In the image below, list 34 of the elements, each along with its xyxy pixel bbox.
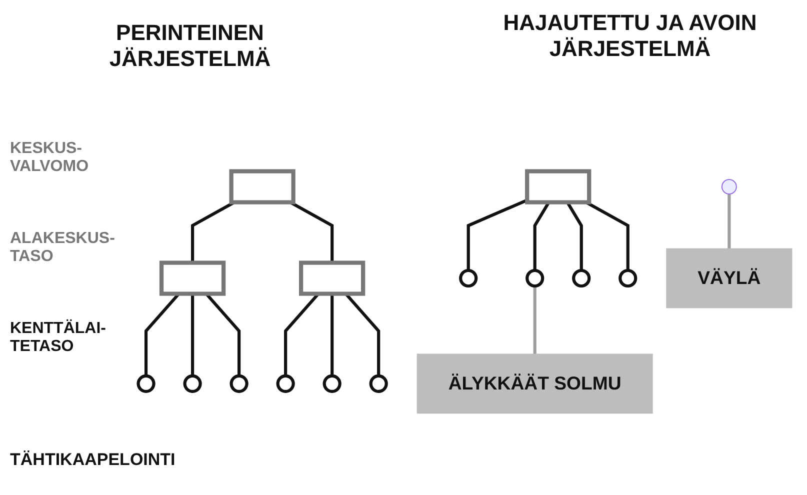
node-box: [525, 170, 592, 205]
column-heading: HAJAUTETTU JA AVOIN JÄRJESTELMÄ: [502, 10, 758, 62]
node-circle: [230, 374, 248, 394]
connector: [205, 293, 241, 376]
connector: [566, 202, 583, 271]
node-circle: [526, 269, 544, 288]
level-label: KENTTÄLAI- TETASO: [10, 320, 107, 356]
level-label: ALAKESKUS- TASO: [10, 230, 116, 266]
node-box: ÄLYKKÄÄT SOLMU: [416, 354, 653, 414]
node-circle: [618, 269, 638, 288]
connector: [191, 294, 194, 376]
connector: [144, 293, 180, 376]
connector: [284, 293, 320, 376]
connector: [533, 202, 550, 271]
level-label: TÄHTIKAAPELOINTI: [10, 450, 176, 470]
node-circle: [183, 374, 202, 394]
level-label: KESKUS- VALVOMO: [10, 140, 90, 176]
node-circle: [136, 374, 156, 394]
node-box: [229, 170, 296, 205]
connector: [466, 199, 528, 271]
node-circle: [459, 269, 478, 288]
node-circle: [572, 269, 591, 288]
column-heading: PERINTEINEN JÄRJESTELMÄ: [108, 20, 272, 72]
node-circle: [322, 374, 342, 394]
node-circle: [276, 374, 295, 394]
connector: [728, 194, 731, 250]
node-box: VÄYLÄ: [666, 248, 792, 309]
connector: [330, 294, 334, 376]
connector: [533, 286, 536, 355]
node-box: [299, 260, 366, 296]
connector: [344, 293, 380, 376]
node-box: [159, 260, 226, 296]
connector: [585, 201, 630, 271]
node-circle: [369, 374, 388, 394]
